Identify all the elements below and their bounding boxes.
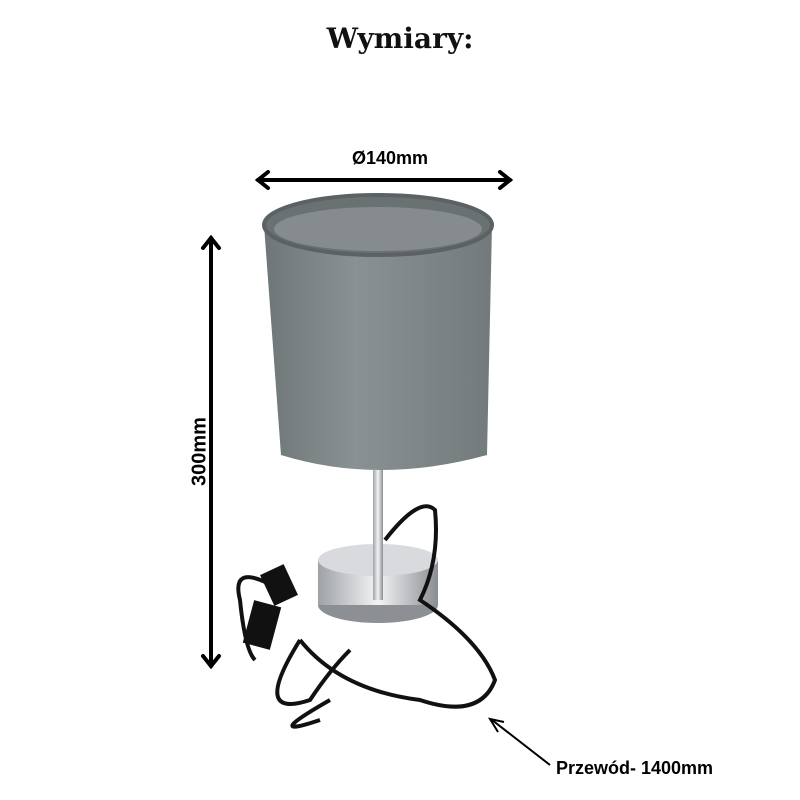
diameter-arrow xyxy=(254,170,514,190)
power-cable xyxy=(236,504,498,729)
height-label: 300mm xyxy=(188,417,211,486)
cable-length-label: Przewód- 1400mm xyxy=(556,758,714,778)
height-arrow xyxy=(201,234,221,670)
diameter-label: Ø140mm xyxy=(351,148,429,168)
lamp-base xyxy=(318,470,438,623)
lamp-shade xyxy=(262,193,494,470)
cable-pointer-arrow xyxy=(487,717,551,766)
page-title: Wymiary: xyxy=(326,22,474,55)
